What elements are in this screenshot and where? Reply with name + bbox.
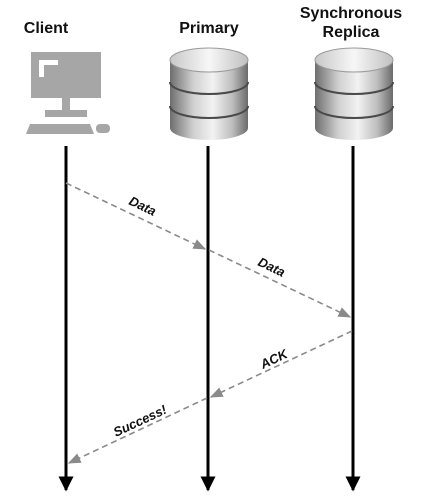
message-arrow-data-2 xyxy=(208,249,352,318)
computer-icon xyxy=(26,52,110,134)
replica-label: Synchronous Replica xyxy=(286,4,416,42)
replica-label-line1: Synchronous xyxy=(299,5,403,22)
primary-label: Primary xyxy=(179,20,239,37)
client-label: Client xyxy=(23,20,69,37)
message-arrow-success xyxy=(67,397,208,464)
message-label-data-2: Data xyxy=(256,254,288,280)
message-arrow-ack xyxy=(209,330,353,398)
screen-glare xyxy=(39,60,58,77)
database-icon xyxy=(314,47,394,140)
keyboard xyxy=(26,124,94,134)
database-icon xyxy=(169,47,249,140)
message-label-ack: ACK xyxy=(257,346,291,373)
monitor-stand xyxy=(62,98,70,110)
replica-label-line2: Replica xyxy=(322,24,380,41)
monitor-base xyxy=(45,110,87,117)
message-arrow-data-1 xyxy=(65,182,207,250)
mouse xyxy=(96,124,110,133)
